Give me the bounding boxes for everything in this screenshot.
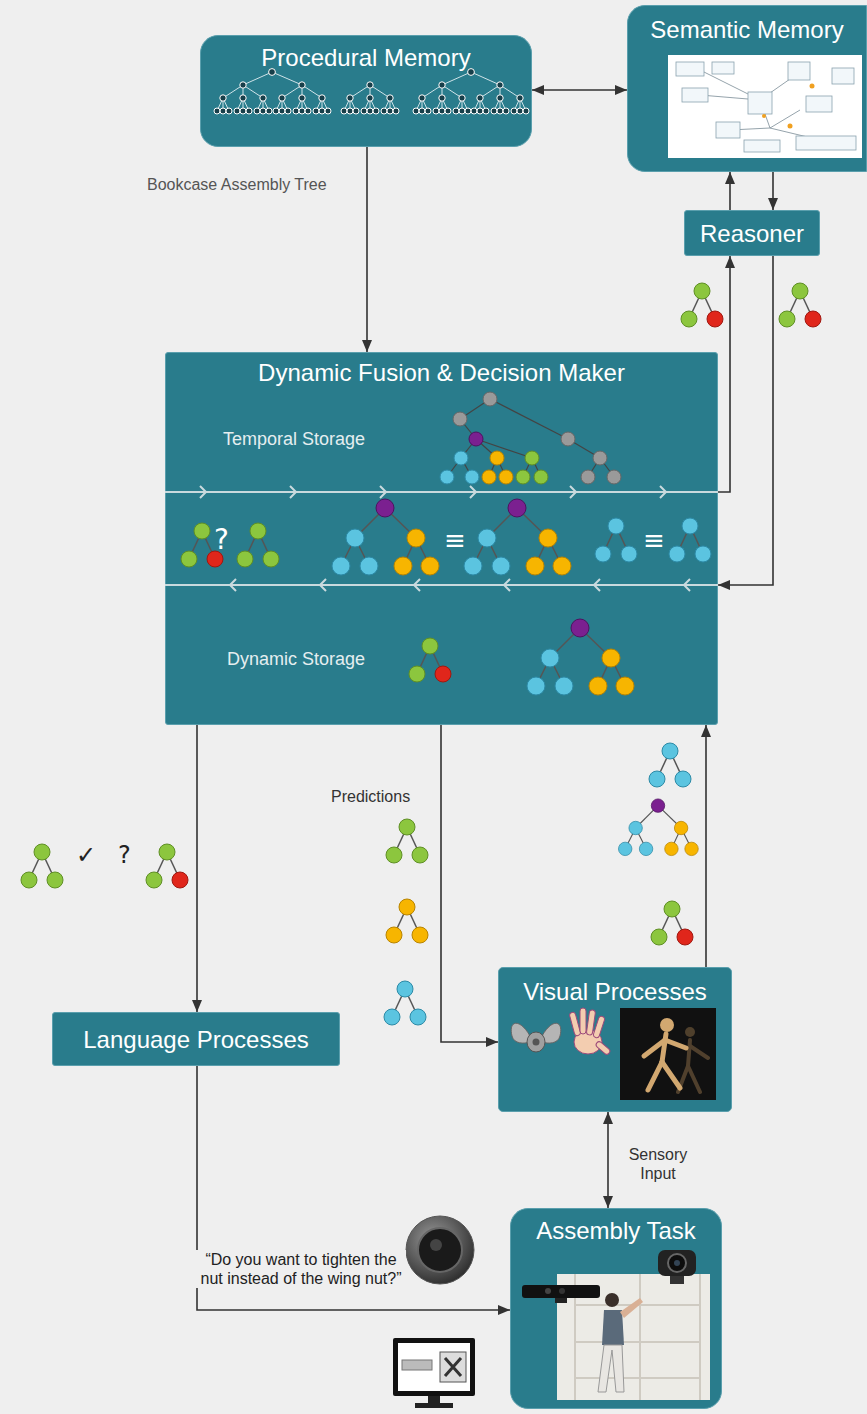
flow-arrow xyxy=(532,89,627,91)
flow-arrow xyxy=(441,725,498,1042)
wing-nut-icon xyxy=(511,1023,561,1052)
hand-icon xyxy=(569,1008,611,1055)
flow-arrow xyxy=(718,256,773,585)
flow-arrow xyxy=(366,147,368,352)
process-box: Reasoner xyxy=(684,210,820,256)
node-title: Assembly Task xyxy=(536,1217,696,1245)
edge-label: Sensory Input xyxy=(618,1145,698,1183)
symbol-label: ≡ xyxy=(643,527,665,553)
flow-arrow xyxy=(718,256,730,492)
node-title: Language Processes xyxy=(83,1026,309,1054)
storage-label: Dynamic Storage xyxy=(227,649,365,670)
symbol-label: ≡ xyxy=(444,527,466,553)
process-box: Visual Processes xyxy=(498,967,732,1112)
node-title: Procedural Memory xyxy=(261,44,470,72)
node-title: Visual Processes xyxy=(523,978,707,1006)
node-title: Reasoner xyxy=(700,220,804,248)
node-title: Dynamic Fusion & Decision Maker xyxy=(258,359,625,387)
memory-box: Semantic Memory xyxy=(627,5,867,172)
storage-label: Temporal Storage xyxy=(223,429,365,450)
flow-arrow xyxy=(607,1112,609,1208)
edge-label: “Do you want to tighten the nut instead … xyxy=(196,1250,406,1288)
symbol-label: ✓ xyxy=(76,843,96,867)
person-figure xyxy=(598,1293,643,1392)
symbol-label: ? xyxy=(118,843,131,867)
flow-arrow xyxy=(197,1066,510,1310)
kinect-sensor xyxy=(522,1285,600,1303)
task-box: Assembly Task xyxy=(510,1208,722,1409)
node-title: Semantic Memory xyxy=(650,16,843,44)
camera-icon xyxy=(658,1250,696,1284)
fusion-box: Dynamic Fusion & Decision MakerTemporal … xyxy=(165,352,718,725)
symbol-label: ? xyxy=(214,526,229,554)
flow-arrow xyxy=(772,172,774,210)
edge-label: Predictions xyxy=(329,787,412,806)
tree-icons xyxy=(21,283,821,1025)
speaker-icon xyxy=(406,1216,474,1284)
edge-label: Bookcase Assembly Tree xyxy=(145,175,329,194)
memory-box: Procedural Memory xyxy=(200,35,532,147)
flow-arrow xyxy=(705,725,707,967)
process-box: Language Processes xyxy=(52,1012,340,1066)
flow-arrow xyxy=(729,172,731,210)
monitor-icon xyxy=(393,1338,475,1408)
flow-arrow xyxy=(196,725,198,1012)
temporal-tree xyxy=(440,392,621,484)
pose-figure-image xyxy=(620,1008,716,1100)
